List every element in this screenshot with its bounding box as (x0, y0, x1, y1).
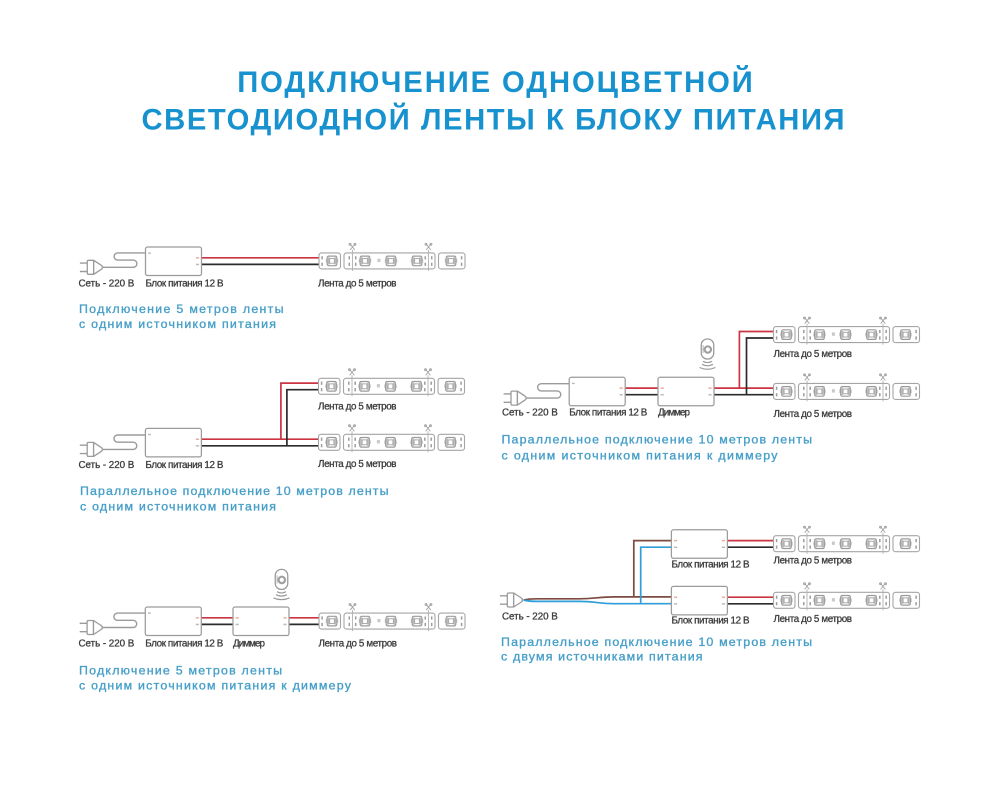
svg-text:Сеть - 220 В: Сеть - 220 В (79, 639, 135, 650)
svg-text:Блок питания 12 В: Блок питания 12 В (146, 279, 224, 290)
svg-text:СВЕТОДИОДНОЙ ЛЕНТЫ К БЛОКУ ПИТ: СВЕТОДИОДНОЙ ЛЕНТЫ К БЛОКУ ПИТАНИЯ (142, 102, 845, 136)
svg-text:Сеть - 220 В: Сеть - 220 В (502, 407, 558, 418)
svg-text:с одним источником питания: с одним источником питания (79, 317, 276, 331)
svg-text:Диммер: Диммер (658, 407, 691, 418)
svg-text:Подключение 5 метров ленты: Подключение 5 метров ленты (79, 664, 282, 678)
svg-text:с одним источником питания к д: с одним источником питания к диммеру (502, 448, 779, 462)
svg-text:Сеть - 220 В: Сеть - 220 В (79, 279, 135, 290)
svg-text:Параллельное подключение 10 ме: Параллельное подключение 10 метров ленты (80, 484, 389, 498)
svg-text:Лента до 5 метров: Лента до 5 метров (774, 556, 853, 567)
svg-text:ПОДКЛЮЧЕНИЕ ОДНОЦВЕТНОЙ: ПОДКЛЮЧЕНИЕ ОДНОЦВЕТНОЙ (237, 65, 753, 99)
svg-text:Лента до 5 метров: Лента до 5 метров (774, 614, 853, 625)
svg-text:с одним источником питания к д: с одним источником питания к диммеру (79, 679, 352, 693)
svg-text:Лента до 5 метров: Лента до 5 метров (319, 639, 398, 650)
svg-text:Параллельное подключение 10 ме: Параллельное подключение 10 метров ленты (502, 433, 813, 447)
svg-text:Сеть - 220 В: Сеть - 220 В (502, 611, 558, 622)
svg-text:Лента до 5 метров: Лента до 5 метров (774, 409, 853, 420)
svg-text:с двумя источниками питания: с двумя источниками питания (501, 650, 703, 664)
svg-text:Блок питания 12 В: Блок питания 12 В (672, 616, 750, 627)
svg-text:Сеть - 220 В: Сеть - 220 В (79, 460, 135, 471)
svg-text:Лента до 5 метров: Лента до 5 метров (318, 279, 397, 290)
svg-text:Блок питания 12 В: Блок питания 12 В (569, 407, 647, 418)
svg-text:Подключение 5 метров ленты: Подключение 5 метров ленты (79, 302, 284, 316)
svg-text:Блок питания 12 В: Блок питания 12 В (145, 460, 223, 471)
svg-text:с одним источником питания: с одним источником питания (80, 500, 276, 514)
svg-text:Лента до 5 метров: Лента до 5 метров (318, 459, 397, 470)
svg-text:Лента до 5 метров: Лента до 5 метров (774, 349, 853, 360)
svg-text:Параллельное подключение 10 ме: Параллельное подключение 10 метров ленты (501, 635, 812, 649)
svg-text:Диммер: Диммер (233, 639, 266, 650)
svg-text:Лента до 5 метров: Лента до 5 метров (318, 402, 397, 413)
svg-text:Блок питания 12 В: Блок питания 12 В (672, 560, 750, 571)
svg-text:Блок питания 12 В: Блок питания 12 В (145, 639, 223, 650)
